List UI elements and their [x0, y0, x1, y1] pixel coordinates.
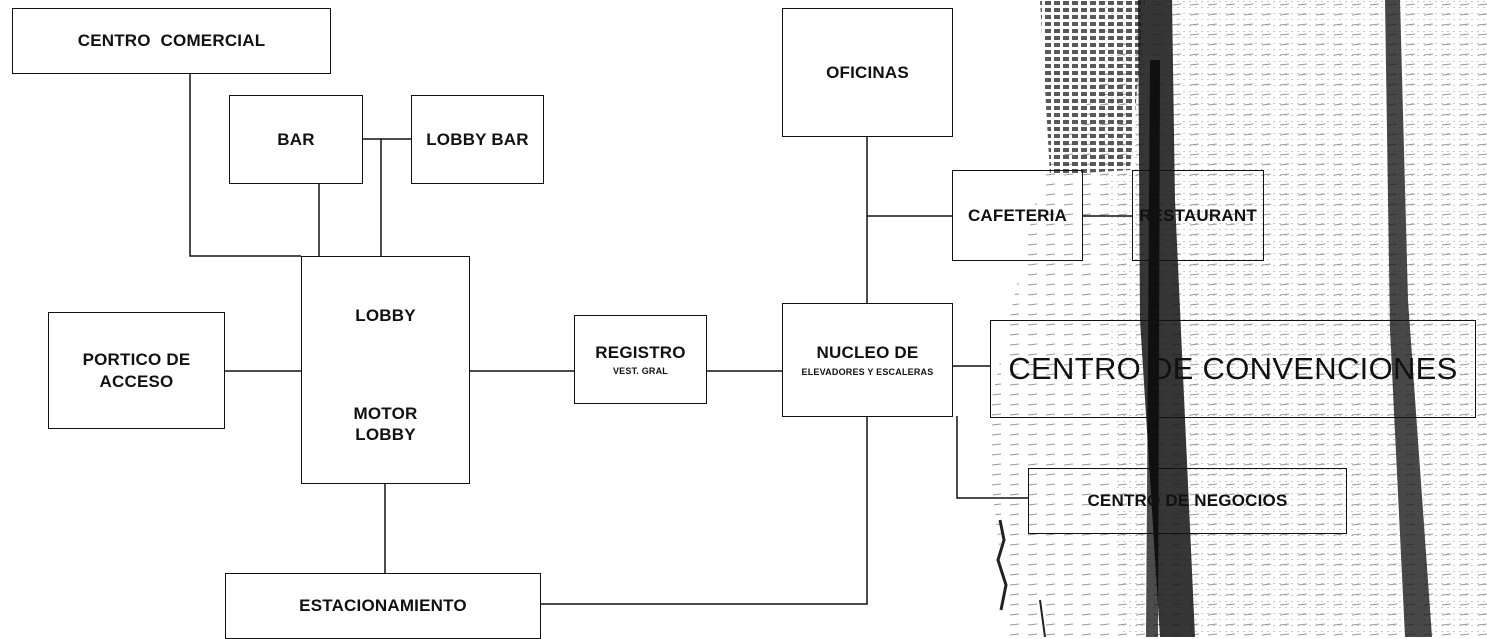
- node-registro-label: REGISTRO: [595, 342, 685, 363]
- node-portico-de-acceso: PORTICO DE ACCESO: [48, 312, 225, 429]
- node-lobby-bar-label: LOBBY BAR: [426, 129, 529, 150]
- node-centro-comercial: CENTRO COMERCIAL: [12, 8, 331, 74]
- node-cafeteria-label: CAFETERIA: [968, 205, 1067, 226]
- node-registro: REGISTRO VEST. GRAL: [574, 315, 707, 404]
- edge-estacionamiento-nucleo: [540, 416, 867, 604]
- node-centro-negocios-label: CENTRO DE NEGOCIOS: [1087, 490, 1287, 511]
- node-centro-de-negocios: CENTRO DE NEGOCIOS: [1028, 468, 1347, 534]
- node-estacionamiento-label: ESTACIONAMIENTO: [299, 595, 467, 616]
- node-portico-label: PORTICO DE ACCESO: [77, 349, 197, 392]
- node-bar: BAR: [229, 95, 363, 184]
- node-restaurant-label: RESTAURANT: [1139, 205, 1257, 226]
- node-lobby: LOBBY MOTOR LOBBY: [301, 256, 470, 484]
- edge-nucleo-negocios: [957, 416, 1028, 498]
- node-motor-lobby-label: MOTOR LOBBY: [346, 403, 426, 446]
- node-nucleo-sublabel: ELEVADORES Y ESCALERAS: [802, 367, 934, 378]
- node-centro-convenciones-label: CENTRO DE CONVENCIONES: [1008, 350, 1457, 389]
- node-restaurant: RESTAURANT: [1132, 170, 1264, 261]
- node-cafeteria: CAFETERIA: [952, 170, 1083, 261]
- node-nucleo: NUCLEO DE ELEVADORES Y ESCALERAS: [782, 303, 953, 417]
- node-nucleo-label: NUCLEO DE: [817, 342, 919, 363]
- node-estacionamiento: ESTACIONAMIENTO: [225, 573, 541, 639]
- node-lobby-bar: LOBBY BAR: [411, 95, 544, 184]
- node-bar-label: BAR: [277, 129, 314, 150]
- node-centro-comercial-label: CENTRO COMERCIAL: [78, 30, 266, 51]
- node-oficinas: OFICINAS: [782, 8, 953, 137]
- node-centro-de-convenciones: CENTRO DE CONVENCIONES: [990, 320, 1476, 418]
- node-lobby-label: LOBBY: [302, 305, 469, 326]
- node-oficinas-label: OFICINAS: [826, 62, 909, 83]
- node-registro-sublabel: VEST. GRAL: [613, 366, 668, 377]
